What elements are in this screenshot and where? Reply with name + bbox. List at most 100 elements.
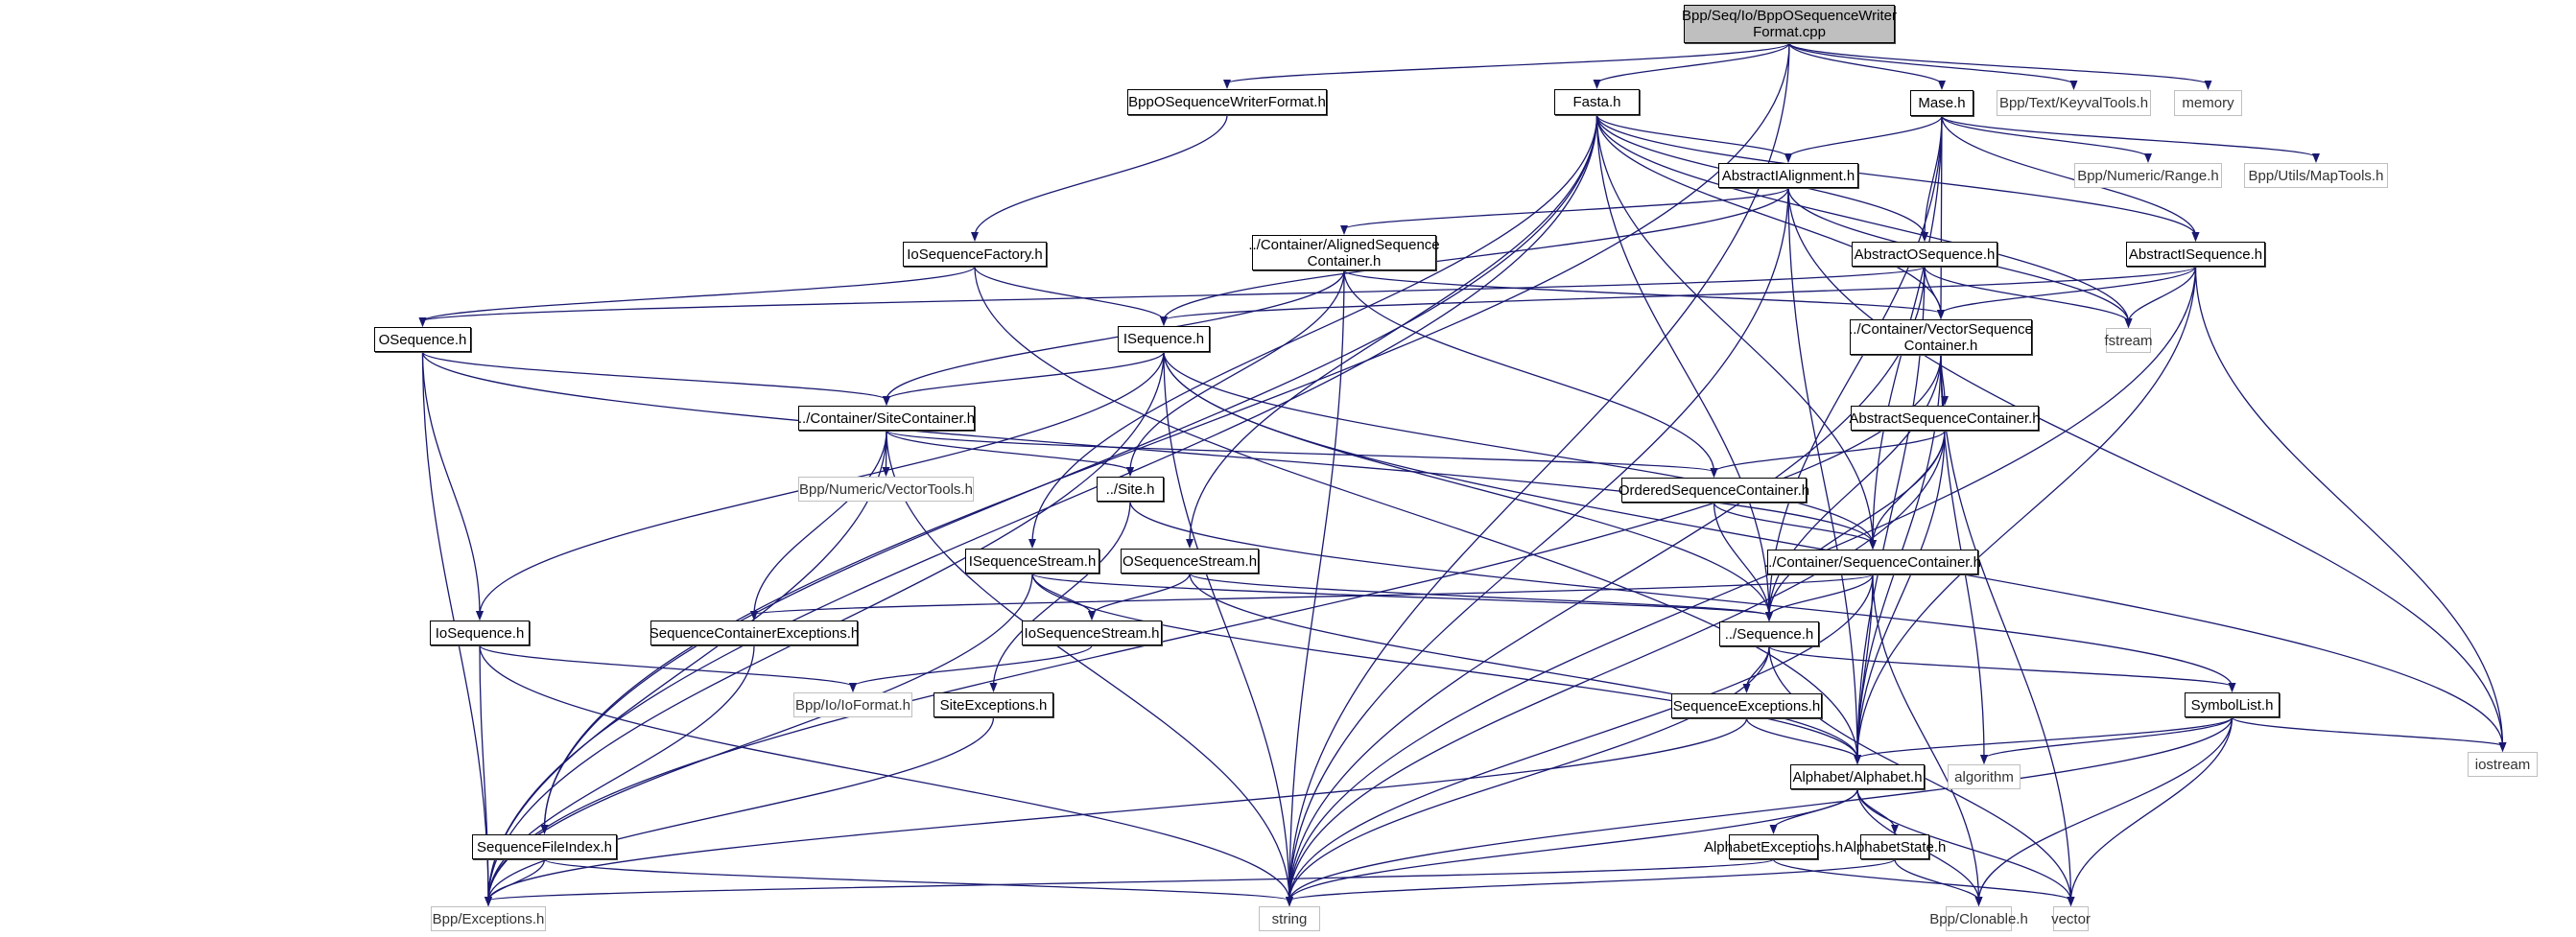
arrowhead-icon [849,683,857,692]
node-site[interactable]: ../Site.h [1097,477,1164,502]
node-iseq[interactable]: ISequence.h [1118,326,1210,352]
arrowhead-icon [1869,540,1877,550]
node-siteexc[interactable]: SiteExceptions.h [934,692,1053,717]
arrowhead-icon [484,897,492,906]
edge-seqexc-to-exceptions [487,717,1748,902]
edge-sequence-to-symbollist [1768,645,2233,688]
edge-seqexc-to-alphabet [1745,717,1858,760]
edge-symbollist-to-string [1288,716,2233,902]
arrowhead-icon [1593,80,1601,89]
edge-alignedsc-to-vectorsc [1343,269,1942,315]
node-scexc[interactable]: SequenceContainerExceptions.h [650,621,859,645]
edge-fasta-to-osstream [1189,114,1598,544]
edge-symbollist-to-clonable [1977,716,2233,902]
edge-sitecont-to-site [886,430,1131,472]
node-absialign[interactable]: AbstractIAlignment.h [1718,163,1858,188]
edge-absiseq-to-vectorsc [1940,266,2197,315]
node-fasta[interactable]: Fasta.h [1554,89,1640,115]
node-alignedsc[interactable]: ../Container/AlignedSequence Container.h [1248,235,1440,270]
edge-seqcont-to-scexc [753,574,1874,616]
edge-scexc-to-exceptions [487,644,755,902]
edge-symbollist-to-vector [2069,716,2233,902]
edge-seqfileidx-to-exceptions [487,858,546,902]
node-alphexc[interactable]: AlphabetExceptions.h [1704,834,1843,859]
arrowhead-icon [971,232,979,242]
arrowhead-icon [1186,539,1193,549]
edge-seqcont-to-string [1288,574,1874,902]
edge-seqcont-to-alphabet [1856,574,1874,760]
edge-alignedsc-to-string [1288,269,1345,902]
edge-abssc-to-orderedsc [1713,430,1946,473]
node-osstream[interactable]: OSequenceStream.h [1121,549,1259,574]
arrowhead-icon [2228,683,2236,692]
edge-root-to-fasta [1595,42,1790,84]
node-bppwf[interactable]: BppOSequenceWriterFormat.h [1127,89,1327,115]
edge-fasta-to-seqfileidx [543,114,1598,830]
node-symbollist[interactable]: SymbolList.h [2185,692,2280,717]
node-alphstate[interactable]: AlphabetState.h [1844,834,1946,859]
edge-abssc-to-sequence [1768,430,1946,617]
edge-absiseq-to-iostream [2194,266,2504,747]
node-absoseq[interactable]: AbstractOSequence.h [1852,242,1997,267]
node-exceptions: Bpp/Exceptions.h [431,906,546,931]
edge-iseq-to-string [1163,351,1290,902]
edge-ioseq-to-string [479,644,1290,902]
edge-ioseq-to-exceptions [479,644,489,902]
arrowhead-icon [2191,232,2200,242]
arrowhead-icon [1980,755,1988,764]
node-sitecont[interactable]: ../Container/SiteContainer.h [798,406,975,431]
arrowhead-icon [1088,611,1096,621]
node-isstream[interactable]: ISequenceStream.h [965,549,1099,574]
node-ioseq[interactable]: IoSequence.h [430,621,530,645]
node-memory: memory [2174,90,2242,116]
node-seqfileidx[interactable]: SequenceFileIndex.h [472,834,617,859]
edge-alphstate-to-string [1288,858,1896,902]
node-vectorsc[interactable]: ../Container/VectorSequence Container.h [1849,319,2033,355]
edge-iofactory-to-alphabet [974,266,1858,760]
edge-mase-to-sequence [1768,115,1943,617]
node-seqexc[interactable]: SequenceExceptions.h [1671,693,1822,718]
node-maptools: Bpp/Utils/MapTools.h [2244,163,2388,188]
edge-absialign-to-iostream [1787,187,2504,747]
edge-symbollist-to-iostream [2231,716,2504,747]
edge-siteexc-to-exceptions [487,716,995,902]
node-iofactory[interactable]: IoSequenceFactory.h [903,242,1047,267]
node-abssc[interactable]: AbstractSequenceContainer.h [1849,406,2041,431]
arrowhead-icon [1854,755,1861,764]
node-mase[interactable]: Mase.h [1910,90,1973,116]
edge-vectorsc-to-exceptions [487,354,1942,902]
node-root[interactable]: Bpp/Seq/Io/BppOSequenceWriter Format.cpp [1682,5,1897,43]
arrowhead-icon [2124,318,2133,328]
edge-mase-to-maptools [1941,115,2317,158]
arrowhead-icon [1937,310,1945,319]
node-oseq[interactable]: OSequence.h [374,327,471,352]
node-sequence[interactable]: ../Sequence.h [1719,621,1819,646]
edge-mase-to-absiseq [1941,115,2197,237]
edge-oseq-to-ioseq [421,351,481,616]
node-clonable: Bpp/Clonable.h [1929,906,2028,931]
edge-seqfileidx-to-string [543,858,1290,902]
arrowhead-icon [2069,81,2078,90]
node-seqcont[interactable]: ../Container/SequenceContainer.h [1764,550,1981,574]
edge-iofactory-to-oseq [421,266,976,322]
node-iosstream[interactable]: IoSequenceStream.h [1022,621,1162,645]
arrowhead-icon [1126,467,1134,477]
edge-sitecont-to-scexc [753,430,887,616]
edge-seqcont-to-sequence [1768,574,1874,617]
edge-seqcont-to-clonable [1872,574,1980,902]
edge-ioseq-to-ioformat [479,644,854,688]
node-orderedsc[interactable]: OrderedSequenceContainer.h [1619,478,1809,503]
edge-absoseq-to-oseq [421,266,1926,322]
arrowhead-icon [1891,825,1899,834]
edge-absialign-to-iseq [1163,187,1789,321]
arrowhead-icon [1223,80,1231,89]
arrowhead-icon [883,396,890,406]
node-keyval: Bpp/Text/KeyvalTools.h [1997,90,2151,116]
edge-fasta-to-fstream [1595,114,2130,323]
node-string: string [1259,906,1320,931]
edge-orderedsc-to-sequence [1713,502,1770,617]
edge-alphstate-to-clonable [1894,858,1980,902]
node-absiseq[interactable]: AbstractISequence.h [2126,242,2265,267]
node-alphabet[interactable]: Alphabet/Alphabet.h [1790,764,1925,789]
